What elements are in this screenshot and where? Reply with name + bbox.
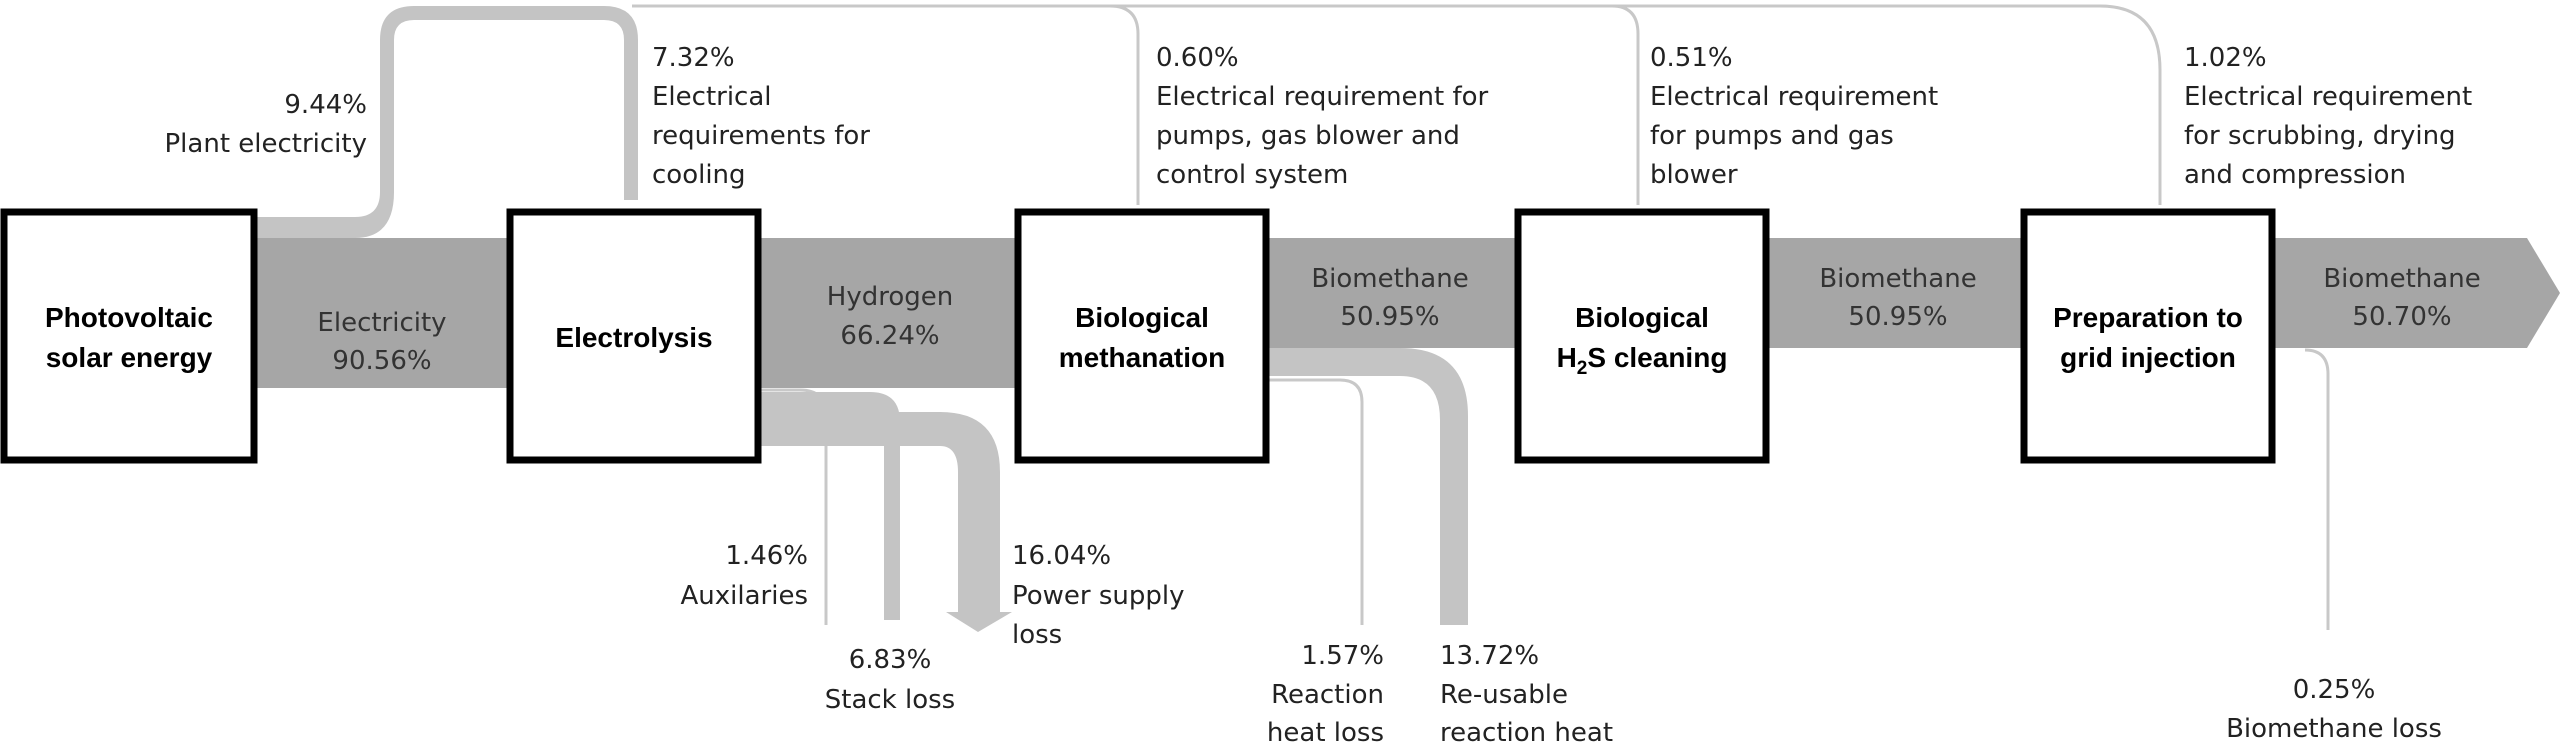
reusable-heat-line-2: reaction heat [1440, 718, 1613, 746]
reaction-heat-loss-value: 1.57% [1301, 641, 1384, 671]
node-biological-methanation [1014, 208, 1270, 464]
electricity-flow-name: Electricity [317, 308, 446, 338]
h2s-subscript: 2 [1577, 358, 1588, 379]
reusable-heat-band [1262, 348, 1468, 625]
reusable-heat-line-1: Re-usable [1440, 680, 1568, 710]
cooling-value: 7.32% [652, 43, 735, 73]
cooling-line-1: Electrical [652, 82, 772, 112]
node-photovoltaic-label-1: Photovoltaic [45, 302, 213, 333]
biomethane-3-value: 50.70% [2352, 302, 2451, 332]
pumps-blower-line-2: for pumps and gas [1650, 121, 1894, 151]
pumps-blower-value: 0.51% [1650, 43, 1733, 73]
plant-electricity-band [255, 6, 638, 238]
auxilaries-label: Auxilaries [681, 581, 809, 611]
node-grid-label-2: grid injection [2060, 342, 2236, 373]
cooling-line-3: cooling [652, 160, 746, 190]
pumps-control-line-1: Electrical requirement for [1156, 82, 1489, 112]
scrubbing-line-2: for scrubbing, drying [2184, 121, 2456, 151]
scrubbing-line-1: Electrical requirement [2184, 82, 2472, 112]
power-supply-loss-line-1: Power supply [1012, 581, 1185, 611]
biomethane-flow-band-2 [1765, 238, 2035, 348]
pumps-control-line-3: control system [1156, 160, 1348, 190]
node-preparation-grid-injection [2020, 208, 2276, 464]
reaction-heat-loss-line [1262, 378, 1364, 625]
plant-electricity-label: Plant electricity [165, 129, 368, 159]
biomethane-loss-line [2304, 348, 2330, 630]
node-electrolysis [506, 208, 762, 464]
node-grid-label-1: Preparation to [2053, 302, 2243, 333]
reusable-heat-value: 13.72% [1440, 641, 1539, 671]
biomethane-1-value: 50.95% [1340, 302, 1439, 332]
scrubbing-line-3: and compression [2184, 160, 2406, 190]
node-h2s-label-1: Biological [1575, 302, 1709, 333]
node-methanation-label-1: Biological [1075, 302, 1209, 333]
reaction-heat-loss-line-2: heat loss [1267, 718, 1384, 746]
h2s-h: H [1557, 342, 1577, 373]
pumps-control-value: 0.60% [1156, 43, 1239, 73]
biomethane-flow-band-1 [1260, 238, 1530, 348]
pumps-blower-line-3: blower [1650, 160, 1738, 190]
power-supply-loss-band [760, 412, 1012, 632]
stack-loss-label: Stack loss [825, 685, 955, 715]
scrubbing-input-line [1612, 4, 2162, 205]
stack-loss-value: 6.83% [849, 645, 932, 675]
hydrogen-flow-name: Hydrogen [827, 282, 953, 312]
biomethane-output-arrow [2270, 238, 2560, 348]
node-h2s-label-2: H2S cleaning [1557, 342, 1728, 379]
pumps-blower-line-1: Electrical requirement [1650, 82, 1938, 112]
pumps-control-line-2: pumps, gas blower and [1156, 121, 1460, 151]
scrubbing-value: 1.02% [2184, 43, 2267, 73]
biomethane-2-value: 50.95% [1848, 302, 1947, 332]
biomethane-1-name: Biomethane [1311, 264, 1468, 294]
electricity-flow-value: 90.56% [332, 346, 431, 376]
biomethane-loss-label: Biomethane loss [2226, 714, 2442, 744]
power-supply-loss-line-2: loss [1012, 620, 1062, 650]
node-electrolysis-label: Electrolysis [555, 322, 712, 353]
node-biological-h2s-cleaning [1514, 208, 1770, 464]
node-methanation-label-2: methanation [1059, 342, 1225, 373]
h2s-rest: S cleaning [1587, 342, 1727, 373]
biomethane-2-name: Biomethane [1819, 264, 1976, 294]
plant-electricity-value: 9.44% [284, 90, 367, 120]
hydrogen-flow-band [755, 238, 1025, 388]
power-supply-loss-value: 16.04% [1012, 541, 1111, 571]
node-photovoltaic [0, 208, 258, 464]
hydrogen-flow-value: 66.24% [840, 321, 939, 351]
reaction-heat-loss-line-1: Reaction [1271, 680, 1384, 710]
biomethane-loss-value: 0.25% [2293, 675, 2376, 705]
auxilaries-value: 1.46% [725, 541, 808, 571]
cooling-line-2: requirements for [652, 121, 870, 151]
biomethane-3-name: Biomethane [2323, 264, 2480, 294]
node-photovoltaic-label-2: solar energy [46, 342, 213, 373]
electricity-flow-band [255, 238, 515, 388]
